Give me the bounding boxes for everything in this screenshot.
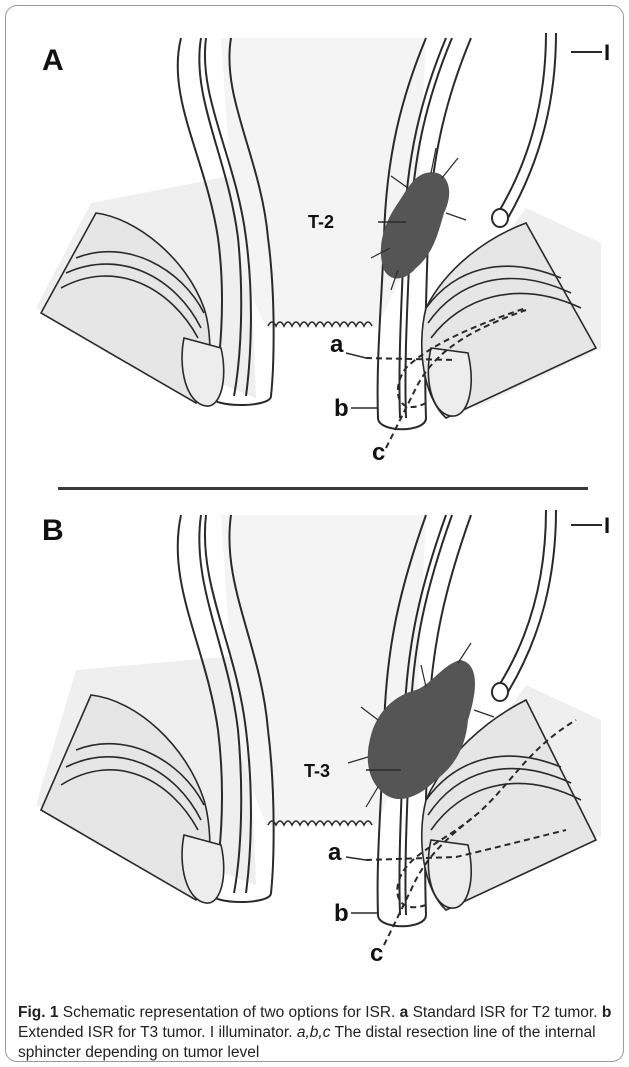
panel-b-illuminator-label: I: [604, 513, 610, 538]
caption-intro: Schematic representation of two options …: [58, 1004, 399, 1021]
panel-a-tumor-label: T-2: [308, 212, 334, 232]
panel-a-letter: A: [42, 44, 64, 77]
panel-b-line-label-c: c: [370, 940, 383, 967]
caption-key-a: a: [400, 1004, 409, 1021]
panel-b-tumor-label: T-3: [304, 761, 330, 781]
caption-fig-label: Fig. 1: [18, 1004, 58, 1021]
caption-text-b: Extended ISR for T3 tumor. I illuminator…: [18, 1024, 297, 1041]
caption-key-b: b: [602, 1004, 611, 1021]
panel-a-line-label-c: c: [372, 439, 385, 466]
caption-key-abc: a,b,c: [297, 1024, 331, 1041]
figure-caption: Fig. 1 Schematic representation of two o…: [18, 1003, 618, 1063]
panel-b-diagram: B T-3 I a b c: [6, 495, 618, 975]
panel-b-illuminator: [492, 510, 556, 701]
panel-a-illuminator: [492, 33, 556, 227]
caption-text-a: Standard ISR for T2 tumor.: [408, 1004, 602, 1021]
panel-a-line-label-a: a: [330, 331, 344, 358]
panel-b-line-label-b: b: [334, 900, 349, 927]
panel-divider: [58, 487, 588, 490]
panel-a-line-label-b: b: [334, 395, 349, 422]
panel-a-illuminator-label: I: [604, 40, 610, 65]
panel-a-diagram: A T-2 I a b c: [6, 8, 618, 478]
panel-b-line-label-a: a: [328, 839, 342, 866]
panel-b-letter: B: [42, 514, 64, 547]
